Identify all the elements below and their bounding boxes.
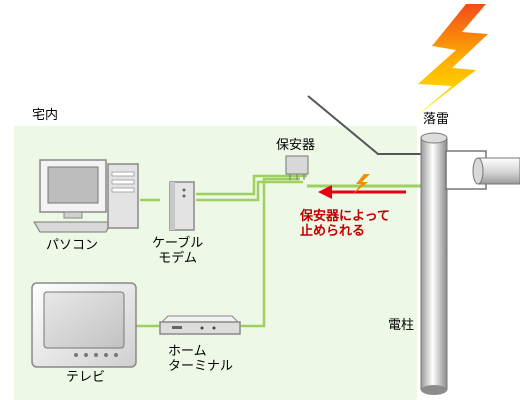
home-terminal-icon xyxy=(159,315,241,335)
terminal-label: ホーム ターミナル xyxy=(168,344,234,374)
cable-box xyxy=(445,150,520,190)
cables xyxy=(136,174,307,328)
tv-label: テレビ xyxy=(66,370,106,385)
cable-modem-icon xyxy=(169,181,195,231)
modem-label: ケーブル モデム xyxy=(152,236,204,266)
stop-message: 保安器によって 止められる xyxy=(300,209,390,239)
tv-icon xyxy=(31,282,137,368)
pole-label: 電柱 xyxy=(388,318,415,333)
protector-label: 保安器 xyxy=(276,138,316,153)
pc-monitor-icon xyxy=(33,159,113,233)
pc-tower-icon xyxy=(107,163,139,229)
lightning-label: 落雷 xyxy=(423,112,450,127)
lightning-icon xyxy=(414,4,488,118)
protector-box xyxy=(285,155,309,180)
spark-icon xyxy=(353,174,370,194)
utility-pole xyxy=(420,132,448,395)
overhead-wire xyxy=(307,95,422,155)
house-label: 宅内 xyxy=(32,108,59,123)
pc-label: パソコン xyxy=(46,238,99,253)
surge-arrow xyxy=(318,185,406,199)
